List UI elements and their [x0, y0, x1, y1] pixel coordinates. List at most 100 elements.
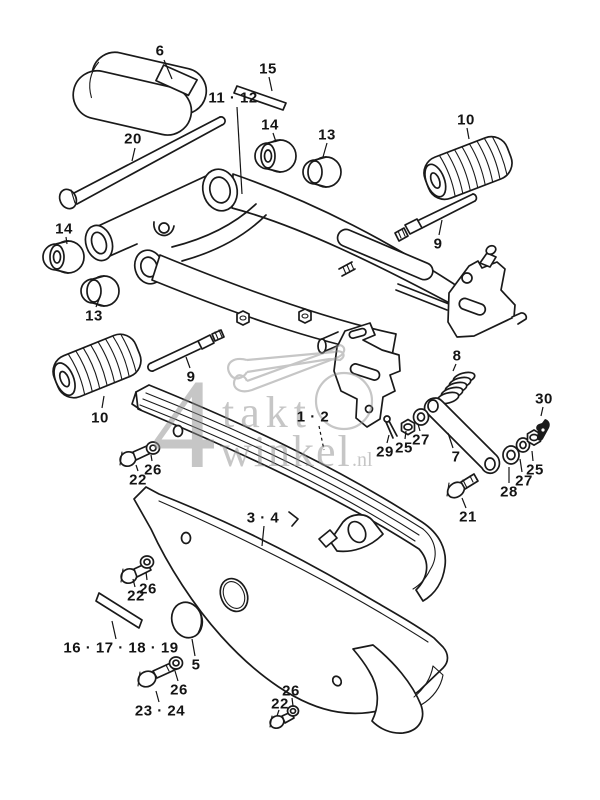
part-28-washer — [502, 445, 520, 465]
part-label-26-c: 26 — [170, 682, 188, 699]
part-label-30: 30 — [535, 391, 553, 408]
part-20-pivot-bolt — [58, 116, 226, 210]
part-label-23-24: 23 · 24 — [135, 703, 185, 720]
chain-guard-tail — [352, 644, 444, 734]
leader-line-13-top — [322, 142, 328, 158]
part-13-cap-top — [302, 156, 342, 188]
watermark-suffix: .nl — [352, 449, 373, 471]
leader-line-21 — [461, 497, 467, 509]
watermark-circle — [314, 371, 374, 431]
leader-line-29 — [386, 434, 390, 444]
part-10-footrest-rubber-right — [423, 135, 513, 201]
washer-26-d — [286, 705, 300, 717]
washer-26-a — [145, 441, 161, 455]
part-label-28: 28 — [500, 484, 518, 501]
watermark: 4 takt winkel .nl — [152, 343, 374, 495]
leader-line-5 — [191, 638, 196, 657]
part-10-footrest-rubber-left — [52, 333, 142, 399]
footrest-bracket — [447, 244, 528, 338]
part-14-bushing-left — [42, 240, 85, 274]
leader-line-13-left — [95, 296, 101, 308]
part-30-clip — [536, 419, 550, 441]
leader-line-30 — [540, 406, 544, 417]
part-label-13-left: 13 — [85, 308, 103, 325]
part-label-29: 29 — [376, 444, 394, 461]
leader-line-14-top — [272, 132, 277, 143]
watermark-word-top: takt — [222, 388, 312, 437]
part-5-cap — [170, 601, 204, 639]
part-label-6: 6 — [156, 43, 165, 60]
leader-line-15 — [268, 76, 273, 92]
part-label-20: 20 — [124, 131, 142, 148]
part-25-nut-a — [400, 418, 416, 436]
part-label-10-right: 10 — [457, 112, 475, 129]
part-label-11-12: 11 · 12 — [208, 90, 257, 107]
part-label-25-b: 25 — [526, 462, 544, 479]
part-6-chain-pad — [72, 51, 208, 136]
leader-line-22-b — [132, 578, 136, 588]
leader-line-11-12 — [236, 106, 243, 195]
part-label-14-left: 14 — [55, 221, 73, 238]
leader-line-26-d — [291, 697, 294, 707]
part-label-22-a: 22 — [129, 472, 147, 489]
leader-line-26-c — [174, 670, 179, 682]
part-label-22-d: 22 — [271, 696, 289, 713]
leader-line-27-a — [417, 423, 421, 432]
part-label-5: 5 — [192, 657, 201, 674]
watermark-word-bottom: winkel — [220, 427, 352, 476]
part-label-9-right: 9 — [434, 236, 443, 253]
leader-line-14-left — [65, 236, 68, 245]
part-label-27-b: 27 — [515, 473, 533, 490]
part-label-26-d: 26 — [282, 683, 300, 700]
part-27-washer-a — [412, 408, 430, 426]
part-29-cotter-pin — [383, 415, 398, 439]
part-label-14-top: 14 — [261, 117, 279, 134]
leader-line-26-b — [145, 571, 148, 581]
leader-line-10-right — [466, 127, 470, 140]
brake-stay-bracket — [317, 322, 401, 428]
part-label-27-a: 27 — [412, 432, 430, 449]
part-9-stud-center — [147, 329, 225, 372]
part-label-26-b: 26 — [139, 581, 157, 598]
part-13-cap-left — [80, 275, 120, 307]
part-label-15: 15 — [259, 61, 277, 78]
watermark-big-char: 4 — [152, 353, 216, 495]
part-16-19-strip — [95, 592, 143, 629]
part-14-bushing-top — [254, 139, 297, 173]
leader-line-25-b — [531, 450, 534, 462]
part-label-7: 7 — [452, 449, 461, 466]
part-1-2-swingarm — [84, 168, 460, 357]
part-label-1-2: 1 · 2 — [297, 409, 330, 426]
part-7-torque-link — [423, 397, 501, 474]
part-9-stud-right — [394, 193, 478, 242]
part-label-22-b: 22 — [127, 588, 145, 605]
part-label-16-17-18-19: 16 · 17 · 18 · 19 — [63, 640, 178, 657]
chain-guard-upper — [131, 384, 447, 602]
leader-line-16-17-18-19 — [111, 620, 117, 640]
leader-line-22-d — [276, 709, 280, 717]
washer-26-b — [139, 555, 155, 569]
leader-line-25-a — [404, 430, 407, 440]
leader-line-7 — [447, 432, 454, 449]
part-15-strip — [233, 85, 287, 111]
part-label-25-a: 25 — [395, 440, 413, 457]
leader-line-23-24 — [155, 690, 160, 703]
leader-line-6 — [163, 59, 173, 80]
leader-line-27-b — [519, 458, 523, 473]
part-27-washer-b — [515, 437, 531, 453]
leader-line-1-2 — [318, 425, 325, 451]
leader-line-3-4 — [261, 525, 265, 547]
watermark-wrenches-icon — [227, 343, 346, 393]
leader-line-26-a — [150, 454, 153, 462]
part-8-spring — [436, 371, 476, 405]
leader-line-10-left — [101, 395, 105, 409]
part-label-26-a: 26 — [144, 462, 162, 479]
part-label-3-4: 3 · 4 — [247, 510, 280, 527]
part-label-10-left: 10 — [91, 410, 109, 427]
washer-26-c — [168, 656, 184, 670]
part-label-9-center: 9 — [187, 369, 196, 386]
part-label-8: 8 — [453, 348, 462, 365]
leader-line-8 — [452, 363, 457, 372]
